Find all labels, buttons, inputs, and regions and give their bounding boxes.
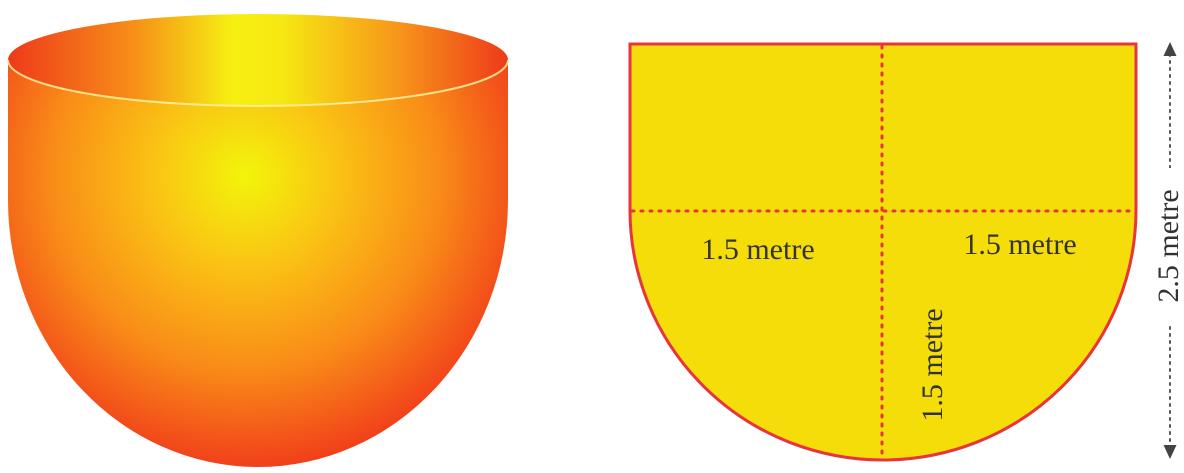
bowl-rim-opening — [8, 14, 508, 106]
left-radius-label: 1.5 metre — [701, 233, 814, 266]
right-radius-label: 1.5 metre — [963, 228, 1076, 261]
bowl-illustration — [7, 14, 509, 467]
height-label: 2.5 metre — [1152, 189, 1184, 302]
height-label-backdrop — [1156, 168, 1184, 324]
vertical-radius-label: 1.5 metre — [916, 308, 949, 421]
arrow-down-icon — [1163, 445, 1177, 459]
height-dimension: 2.5 metre — [1152, 42, 1184, 459]
arrow-up-icon — [1163, 42, 1177, 56]
cross-section: 1.5 metre 1.5 metre 1.5 metre — [628, 42, 1138, 462]
bowl-rim-edge — [7, 59, 509, 107]
bowl-body — [8, 60, 508, 467]
